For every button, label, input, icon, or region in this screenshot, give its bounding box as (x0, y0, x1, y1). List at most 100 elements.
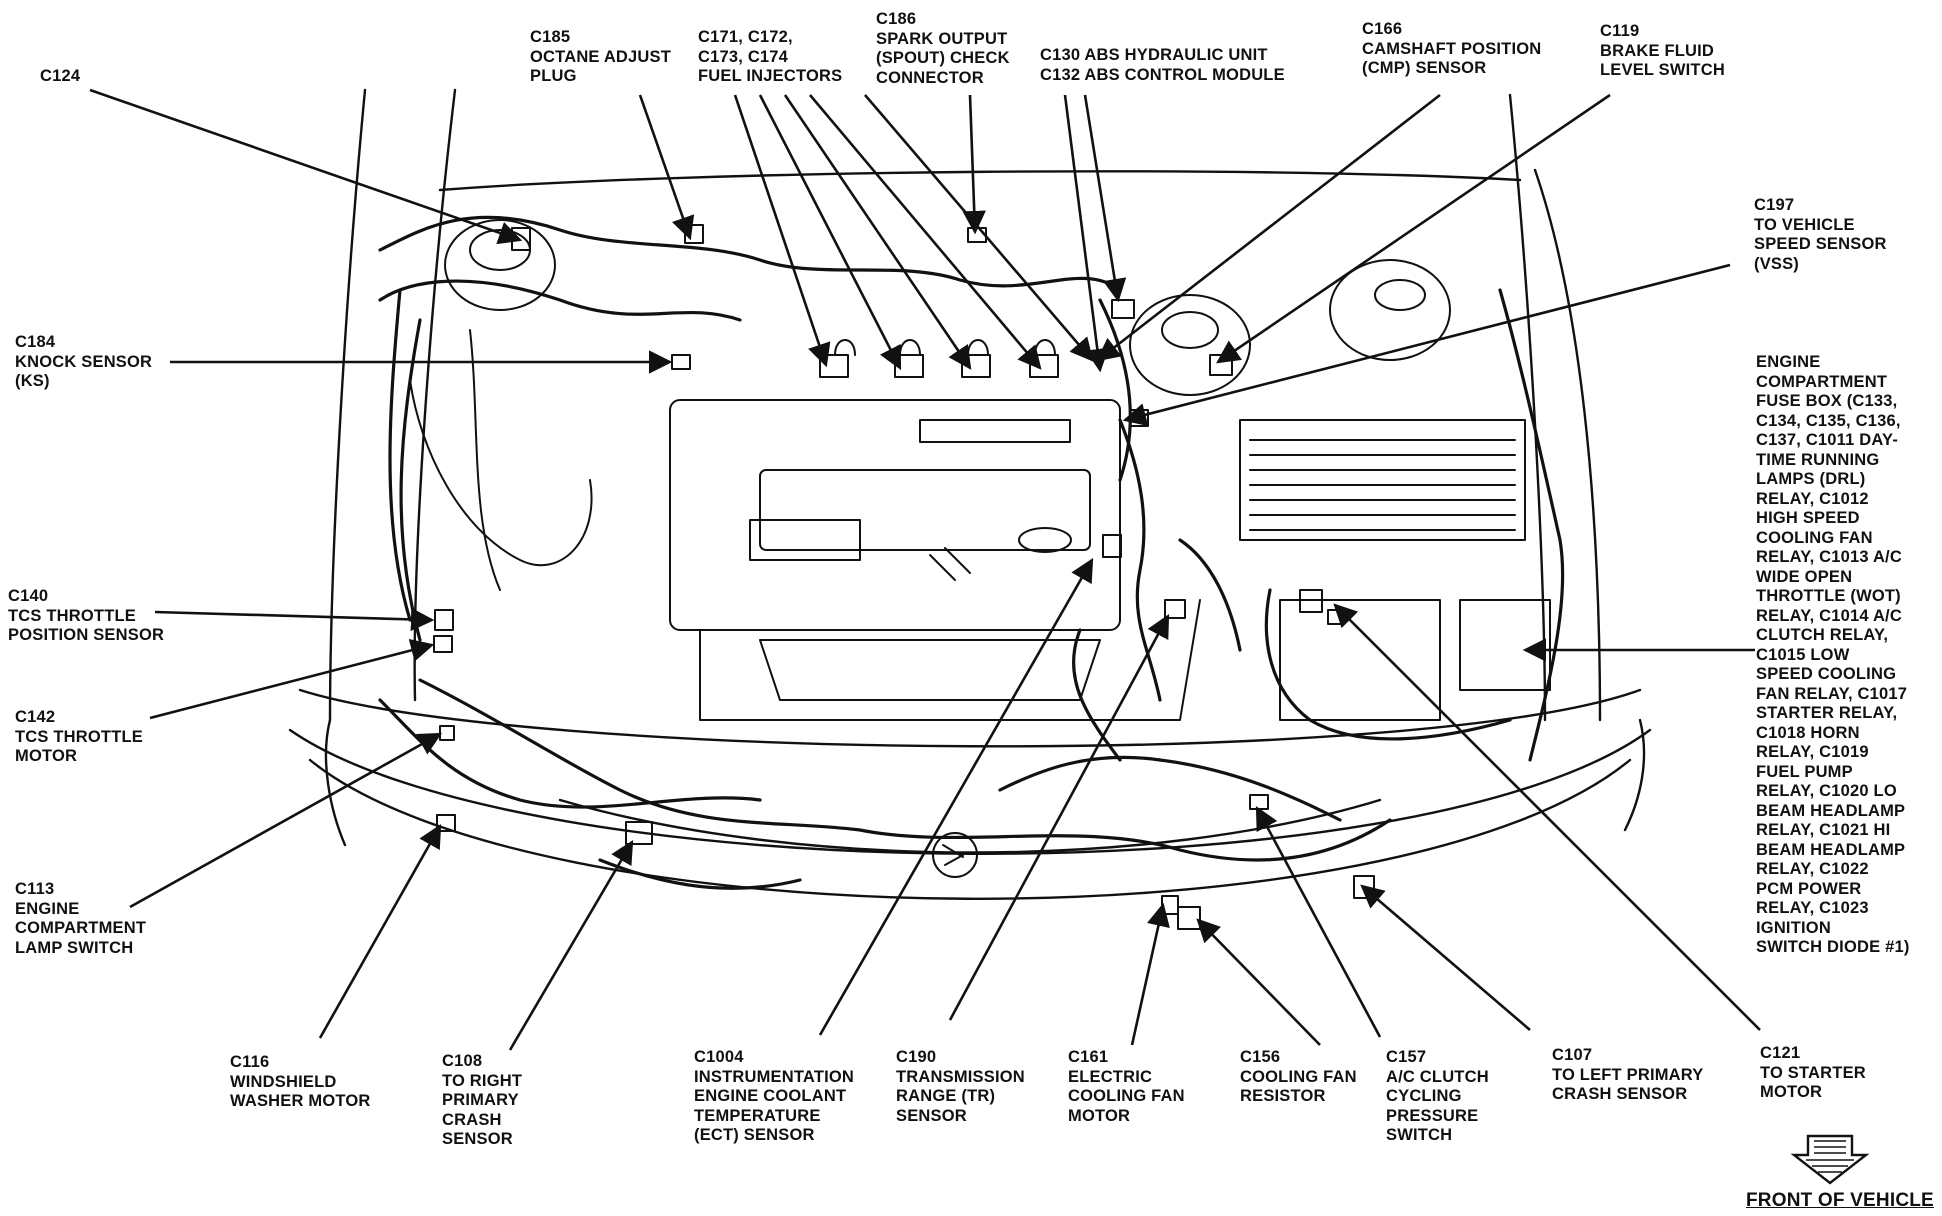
label-line: LEVEL SWITCH (1600, 61, 1725, 79)
label-line: COMPARTMENT (1756, 372, 1888, 391)
leader-c116 (318, 823, 442, 1039)
label-line: BEAM HEADLAMP (1756, 840, 1906, 859)
label-line: KNOCK SENSOR (15, 352, 153, 371)
label-line: C132 ABS CONTROL MODULE (1040, 65, 1285, 84)
label-c130: C130 ABS HYDRAULIC UNIT C132 ABS CONTROL… (1040, 46, 1285, 85)
label-line: RELAY, C1019 (1756, 743, 1869, 761)
wiring-harness (378, 215, 1565, 890)
front-of-vehicle-label: FRONT OF VEHICLE (1746, 1190, 1934, 1211)
label-line: C107 (1552, 1046, 1593, 1064)
leader-c186 (962, 94, 986, 235)
label-line: PRIMARY (442, 1091, 519, 1109)
label-line: C119 (1600, 22, 1640, 40)
label-line: PLUG (530, 67, 577, 85)
label-line: C113 (15, 880, 55, 898)
label-line: (VSS) (1754, 254, 1800, 273)
label-line: INSTRUMENTATION (694, 1067, 855, 1086)
label-line: CRASH SENSOR (1552, 1085, 1688, 1103)
label-line: SWITCH (1386, 1126, 1453, 1144)
leader-c190 (948, 613, 1170, 1021)
engine-block (669, 399, 1201, 878)
leader-c124 (89, 88, 523, 245)
label-line: WASHER MOTOR (230, 1092, 371, 1110)
label-c171: C171, C172, C173, C174 FUEL INJECTORS (698, 28, 842, 87)
label-c1004: C1004 INSTRUMENTATION ENGINE COOLANT TEM… (694, 1048, 854, 1146)
label-line: C185 (530, 28, 571, 46)
label-line: SENSOR (896, 1106, 967, 1125)
leader-c156 (1196, 918, 1321, 1046)
label-line: C108 (442, 1052, 483, 1070)
label-line: C1018 HORN (1756, 723, 1860, 742)
label-line: ELECTRIC (1068, 1067, 1153, 1086)
label-line: BRAKE FLUID (1600, 41, 1715, 60)
label-line: RELAY, C1012 (1756, 489, 1869, 508)
label-c184: C184 KNOCK SENSOR (KS) (15, 333, 152, 392)
label-line: SPEED SENSOR (1754, 235, 1887, 253)
leader-c130-b (1083, 94, 1127, 303)
label-line: RELAY, C1014 A/C (1756, 606, 1902, 625)
label-c142: C142 TCS THROTTLE MOTOR (15, 708, 143, 767)
label-line: C1004 (694, 1048, 744, 1066)
label-line: C161 (1068, 1048, 1109, 1066)
label-line: C124 (40, 67, 81, 85)
label-line: A/C CLUTCH (1386, 1067, 1489, 1086)
leader-c130-a (1063, 94, 1109, 373)
leader-c113 (129, 732, 443, 909)
label-fusebox: ENGINE COMPARTMENT FUSE BOX (C133, C134,… (1756, 353, 1910, 958)
leader-c171-c (783, 94, 972, 370)
label-c186: C186 SPARK OUTPUT (SPOUT) CHECK CONNECTO… (876, 10, 1010, 88)
label-line: SWITCH DIODE #1) (1756, 938, 1910, 956)
label-line: CLUTCH RELAY, (1756, 626, 1889, 644)
label-line: FAN RELAY, C1017 (1756, 684, 1908, 703)
brake-reservoir (1129, 259, 1451, 396)
label-line: IGNITION (1756, 918, 1831, 937)
leader-c119 (1216, 93, 1611, 364)
label-line: WINDSHIELD (230, 1072, 337, 1091)
label-line: COOLING FAN (1756, 528, 1873, 547)
front-arrow-icon (1790, 1134, 1870, 1185)
label-line: COOLING FAN (1068, 1087, 1185, 1105)
label-line: MOTOR (1068, 1106, 1131, 1125)
fuse-box-graphic (1239, 419, 1551, 721)
label-line: RELAY, C1023 (1756, 899, 1869, 917)
label-line: OCTANE ADJUST (530, 47, 672, 66)
vehicle-body-outline (288, 88, 1652, 900)
leader-c185 (638, 94, 695, 241)
label-line: MOTOR (1760, 1083, 1823, 1101)
leader-c166 (1096, 93, 1441, 362)
label-line: C116 (230, 1053, 270, 1071)
label-line: C190 (896, 1048, 937, 1066)
label-line: C171, C172, (698, 28, 793, 46)
label-line: POSITION SENSOR (8, 626, 165, 644)
label-line: C156 (1240, 1048, 1281, 1066)
label-line: TCS THROTTLE (15, 727, 143, 746)
label-line: TIME RUNNING (1756, 450, 1880, 469)
label-line: CONNECTOR (876, 68, 984, 87)
label-line: C134, C135, C136, (1756, 411, 1901, 430)
label-c197: C197 TO VEHICLE SPEED SENSOR (VSS) (1754, 196, 1887, 274)
label-line: (KS) (15, 372, 50, 390)
label-line: FUEL PUMP (1756, 762, 1853, 781)
leader-c171-a (733, 94, 831, 368)
label-line: THROTTLE (WOT) (1756, 587, 1901, 605)
label-line: WIDE OPEN (1756, 567, 1853, 586)
label-line: C186 (876, 10, 917, 28)
label-line: RELAY, C1022 (1756, 860, 1869, 878)
reservoir-left (409, 219, 593, 591)
label-line: COMPARTMENT (15, 919, 147, 937)
label-line: C1015 LOW (1756, 645, 1850, 664)
label-line: TEMPERATURE (694, 1106, 821, 1125)
leader-c197 (1122, 263, 1731, 427)
label-c140: C140 TCS THROTTLE POSITION SENSOR (8, 587, 164, 646)
label-c166: C166 CAMSHAFT POSITION (CMP) SENSOR (1362, 20, 1541, 79)
label-line: BEAM HEADLAMP (1756, 801, 1906, 820)
label-line: ENGINE (15, 899, 80, 918)
label-line: TRANSMISSION (896, 1067, 1025, 1086)
label-line: CAMSHAFT POSITION (1362, 39, 1542, 58)
label-line: C121 (1760, 1044, 1801, 1062)
label-line: RELAY, C1020 LO (1756, 782, 1897, 800)
label-line: C184 (15, 333, 56, 351)
label-line: TO RIGHT (442, 1071, 523, 1090)
label-line: SPEED COOLING (1756, 665, 1897, 683)
